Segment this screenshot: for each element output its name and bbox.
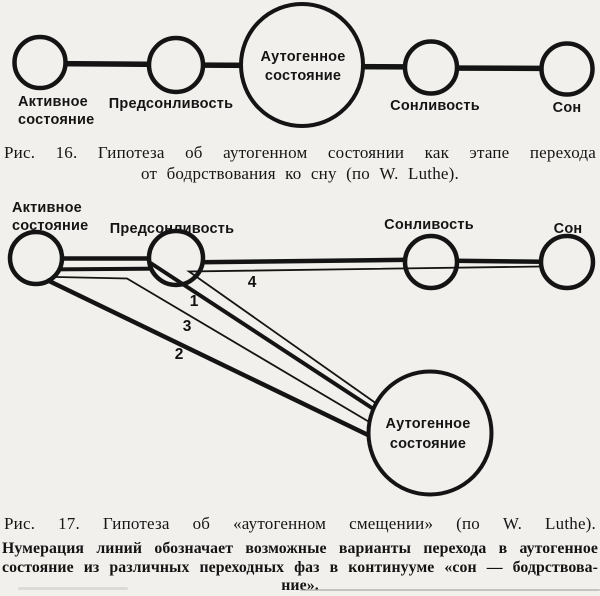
fig16-node-pre-drowsiness bbox=[146, 35, 206, 95]
fig17-node-active-state bbox=[7, 229, 65, 287]
figure16-caption-line1: Рис. 16. Гипотеза об аутогенном состояни… bbox=[4, 143, 596, 162]
fig16-node-drowsiness bbox=[402, 39, 460, 96]
fig17-transition-line-2-active-to-autogenic bbox=[46, 277, 369, 438]
fig16-node-active-state bbox=[12, 34, 68, 91]
fig16-node-sleep bbox=[539, 41, 595, 97]
fig17-node-sleep bbox=[538, 233, 596, 291]
fig17-label-autogenic-line1: Аутогенное bbox=[385, 416, 470, 432]
fig16-label-drowsiness: Сонливость bbox=[390, 98, 480, 114]
fig17-transition-line-1-predrowsy-to-autogenic bbox=[147, 260, 377, 412]
fig17-link-predrowsy-drowsy bbox=[175, 257, 432, 265]
figure16-diagram: Активное состояние Предсонливость Аутоге… bbox=[12, 2, 595, 128]
fig17-label-sleep: Сон bbox=[554, 221, 583, 237]
fig17-label-active-line2: состояние bbox=[12, 218, 88, 234]
figure17-caption-line1: Рис. 17. Гипотеза об «аутогенном смещени… bbox=[4, 514, 596, 533]
figure17-diagram: Активное состояние Предсонливость Сонлив… bbox=[7, 200, 596, 497]
scan-edge-artifact-right bbox=[300, 589, 600, 591]
figure16-caption: Рис. 16. Гипотеза об аутогенном состояни… bbox=[4, 142, 596, 184]
fig17-line-number-4: 4 bbox=[248, 274, 257, 291]
fig16-label-autogenic-line2: состояние bbox=[265, 68, 341, 84]
fig17-node-autogenic-state bbox=[366, 369, 494, 497]
fig17-label-predrowsiness: Предсонливость bbox=[110, 221, 234, 237]
fig16-node-autogenic-state bbox=[239, 2, 365, 128]
fig16-label-active-line2: состояние bbox=[18, 112, 94, 128]
fig17-line-number-1: 1 bbox=[190, 293, 199, 310]
fig16-label-predrowsiness: Предсонливость bbox=[109, 96, 233, 112]
fig17-transition-line-4-sleep-to-autogenic bbox=[186, 265, 542, 405]
scan-edge-artifact-left bbox=[18, 587, 128, 590]
fig17-line-number-3: 3 bbox=[183, 318, 192, 335]
fig16-label-autogenic-line1: Аутогенное bbox=[260, 49, 345, 65]
fig17-transition-line-3-active-to-autogenic bbox=[55, 276, 372, 424]
fig17-label-autogenic-line2: состояние bbox=[390, 436, 466, 452]
fig17-line-number-2: 2 bbox=[175, 346, 184, 363]
fig17-label-drowsiness: Сонливость bbox=[384, 217, 474, 233]
figure17-caption: Рис. 17. Гипотеза об «аутогенном смещени… bbox=[4, 513, 596, 534]
figure17-note-line2: состояние из различных переходных фаз в … bbox=[2, 558, 598, 576]
fig16-label-sleep: Сон bbox=[553, 100, 582, 116]
fig17-label-active-line1: Активное bbox=[12, 200, 82, 216]
fig16-label-active-line1: Активное bbox=[18, 94, 88, 110]
figure16-caption-line2: от бодрствования ко сну (по W. Luthe). bbox=[141, 164, 459, 183]
fig17-node-drowsiness bbox=[402, 233, 460, 291]
figure17-note: Нумерация линий обозначает возможные вар… bbox=[2, 540, 598, 596]
figure17-note-line1: Нумерация линий обозначает возможные вар… bbox=[2, 540, 598, 557]
fig17-node-pre-drowsiness bbox=[146, 228, 206, 288]
